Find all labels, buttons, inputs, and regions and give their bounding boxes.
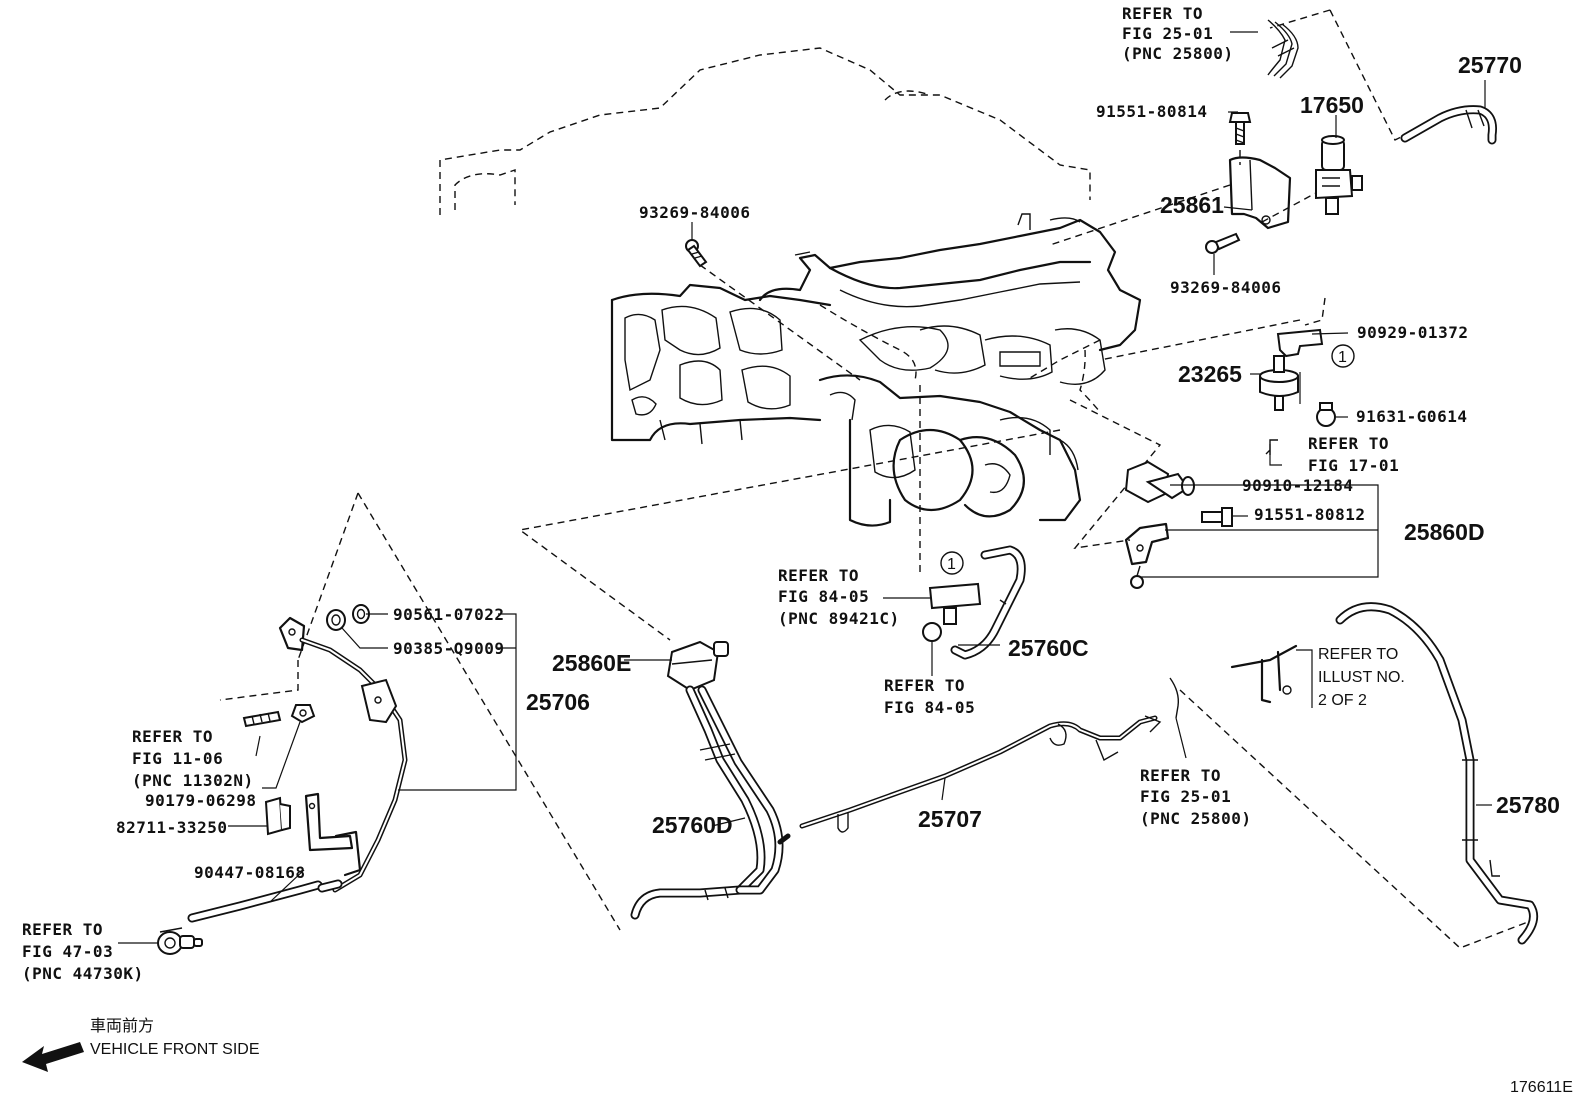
- vacuum-switch-valve-25860E: [666, 640, 729, 692]
- label-25860E: 25860E: [552, 650, 631, 676]
- svg-text:FIG 17-01: FIG 17-01: [1308, 456, 1399, 475]
- circle-ref-1-center: [940, 551, 964, 575]
- hose-25770: [1400, 105, 1497, 145]
- svg-text:REFER TO: REFER TO: [1140, 766, 1221, 785]
- label-25760D: 25760D: [652, 812, 733, 838]
- label-refer-17-01: REFER TO FIG 17-01: [1308, 434, 1399, 475]
- label-93269-84006-left: 93269-84006: [639, 203, 750, 222]
- svg-text:REFER TO: REFER TO: [1318, 646, 1398, 663]
- svg-text:FIG 25-01: FIG 25-01: [1122, 24, 1213, 43]
- hose-25760D: [630, 685, 791, 920]
- label-25760C: 25760C: [1008, 635, 1089, 661]
- stud-11302N: [242, 710, 282, 728]
- front-label-en: VEHICLE FRONT SIDE: [90, 1041, 260, 1058]
- grommet-90385-Q9009: [326, 609, 346, 631]
- label-90179-06298: 90179-06298: [145, 791, 256, 810]
- label-91631-G0614: 91631-G0614: [1356, 407, 1467, 426]
- svg-text:FIG 25-01: FIG 25-01: [1140, 787, 1231, 806]
- vacuum-regulator-23265: [1259, 328, 1324, 455]
- label-25706: 25706: [526, 689, 590, 715]
- bracket-25706: [304, 792, 362, 877]
- pipe-assembly-25706: [278, 616, 408, 893]
- svg-text:REFER TO: REFER TO: [778, 566, 859, 585]
- label-90561-07022: 90561-07022: [393, 605, 504, 624]
- vacuum-switch-valve-17650: [1315, 135, 1363, 215]
- label-refer-25-01-top: REFER TO FIG 25-01 (PNC 25800): [1122, 4, 1233, 63]
- label-25770: 25770: [1458, 52, 1522, 78]
- svg-text:REFER TO: REFER TO: [132, 727, 213, 746]
- label-refer-11-06: REFER TO FIG 11-06 (PNC 11302N): [132, 727, 254, 790]
- label-91551-80812: 91551-80812: [1254, 505, 1365, 524]
- bracket-illust-2: [1230, 644, 1298, 704]
- label-refer-84-05-a: REFER TO FIG 84-05 (PNC 89421C): [778, 566, 900, 628]
- assembly-lines: [219, 9, 1534, 949]
- label-refer-25-01-bottom: REFER TO FIG 25-01 (PNC 25800): [1140, 766, 1251, 828]
- fitting-44730K: [157, 927, 203, 955]
- label-25780: 25780: [1496, 792, 1560, 818]
- svg-text:FIG 11-06: FIG 11-06: [132, 749, 223, 768]
- bolt-91551-80814: [1228, 112, 1252, 145]
- circle-ref-1-right: [1331, 344, 1355, 368]
- svg-text:(PNC 44730K): (PNC 44730K): [22, 964, 144, 983]
- front-arrow-icon: [22, 1042, 84, 1072]
- svg-text:(PNC 25800): (PNC 25800): [1122, 44, 1233, 63]
- engine-outline: [439, 47, 1091, 215]
- svg-text:(PNC 11302N): (PNC 11302N): [132, 771, 254, 790]
- label-refer-84-05-b: REFER TO FIG 84-05: [884, 676, 975, 717]
- svg-text:REFER TO: REFER TO: [884, 676, 965, 695]
- nut-90179-06298: [290, 704, 316, 724]
- hose-25760C: [950, 545, 1026, 660]
- pipe-25707: [799, 677, 1180, 833]
- bracket-25860D: [1124, 522, 1170, 589]
- bolt-91551-80812: [1201, 507, 1233, 527]
- label-82711-33250: 82711-33250: [116, 818, 227, 837]
- svg-text:(PNC 89421C): (PNC 89421C): [778, 609, 900, 628]
- vehicle-front-indicator: 車両前方 VEHICLE FRONT SIDE: [22, 1017, 260, 1072]
- clip-91631-G0614: [1316, 402, 1336, 427]
- hose-25780: [1335, 602, 1539, 945]
- bolt-93269-84006-left: [685, 239, 708, 268]
- svg-text:FIG 84-05: FIG 84-05: [884, 698, 975, 717]
- svg-text:FIG 47-03: FIG 47-03: [22, 942, 113, 961]
- label-25707: 25707: [918, 806, 982, 832]
- label-25861: 25861: [1160, 192, 1224, 218]
- label-refer-illust: REFER TO ILLUST NO. 2 OF 2: [1318, 646, 1405, 709]
- circle-ref-1-center-text: 1: [947, 556, 956, 573]
- bolt-93269-84006-right: [1205, 232, 1241, 254]
- svg-text:REFER TO: REFER TO: [22, 920, 103, 939]
- label-refer-47-03: REFER TO FIG 47-03 (PNC 44730K): [22, 920, 144, 983]
- svg-text:2 OF 2: 2 OF 2: [1318, 692, 1367, 709]
- label-23265: 23265: [1178, 361, 1242, 387]
- circle-ref-1-right-text: 1: [1338, 349, 1347, 366]
- hose-90447-08168: [187, 879, 343, 923]
- sensor-90910-12184: [1124, 460, 1195, 504]
- front-label-jp: 車両前方: [90, 1017, 154, 1035]
- bracket-25861: [1228, 156, 1292, 230]
- svg-text:ILLUST NO.: ILLUST NO.: [1318, 669, 1405, 686]
- label-93269-84006-right: 93269-84006: [1170, 278, 1281, 297]
- clamp-82711-33250: [264, 796, 291, 836]
- label-17650: 17650: [1300, 92, 1364, 118]
- label-90447-08168: 90447-08168: [194, 863, 305, 882]
- svg-text:(PNC 25800): (PNC 25800): [1140, 809, 1251, 828]
- label-90929-01372: 90929-01372: [1357, 323, 1468, 342]
- engine-assembly: [610, 213, 1142, 527]
- figure-id: 176611E: [1510, 1079, 1573, 1096]
- svg-text:REFER TO: REFER TO: [1308, 434, 1389, 453]
- leader-lines: [118, 31, 1492, 944]
- label-90910-12184: 90910-12184: [1242, 476, 1353, 495]
- svg-text:FIG 84-05: FIG 84-05: [778, 587, 869, 606]
- label-90385-Q9009: 90385-Q9009: [393, 639, 504, 658]
- label-25860D: 25860D: [1404, 519, 1485, 545]
- wire-harness-top: [1267, 19, 1299, 79]
- pressure-sensor-89421C: [922, 582, 982, 642]
- label-91551-80814: 91551-80814: [1096, 102, 1207, 121]
- svg-text:REFER TO: REFER TO: [1122, 4, 1203, 23]
